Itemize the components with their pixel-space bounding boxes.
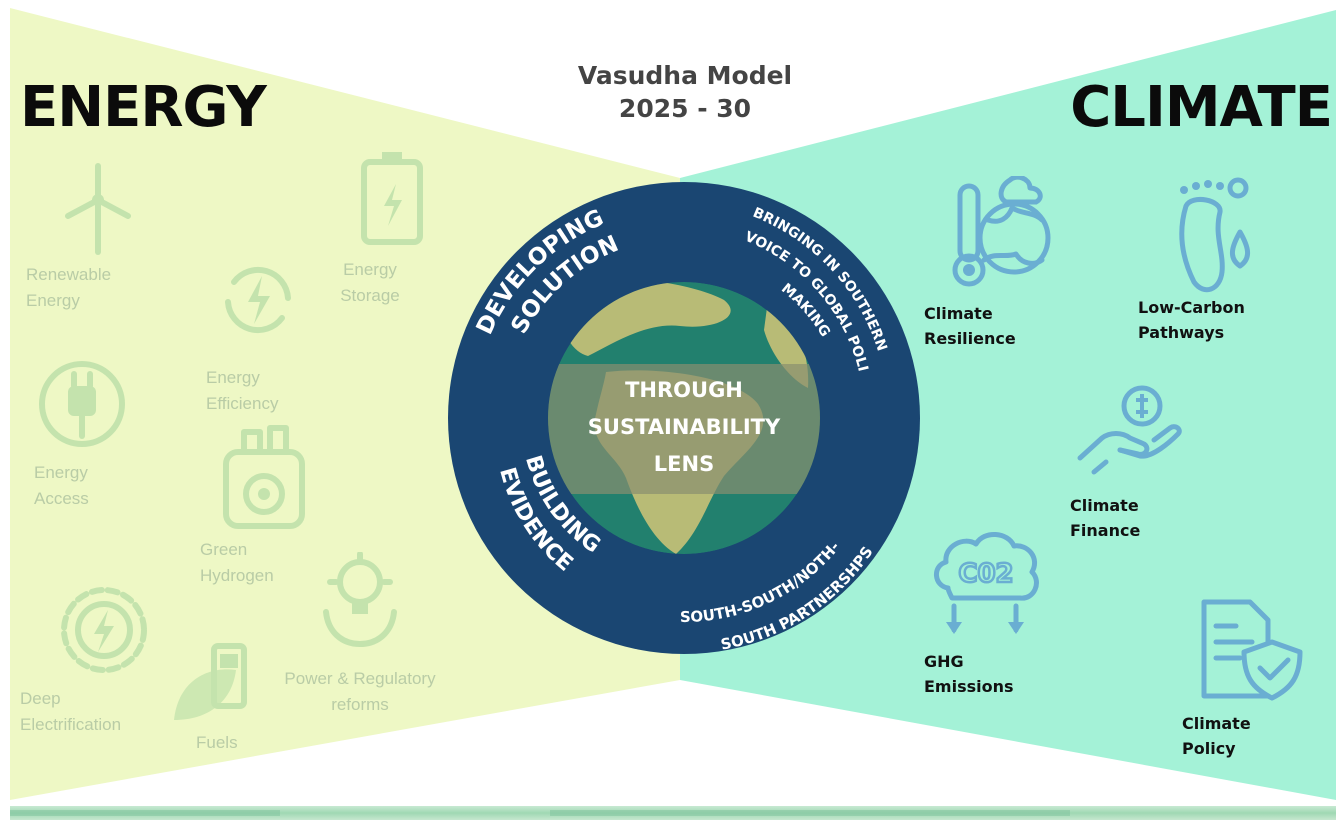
svg-text:C02: C02 <box>958 559 1013 589</box>
footprint-icon <box>1174 174 1258 298</box>
wind-turbine-icon <box>58 160 138 256</box>
fuels-label: Fuels <box>196 733 238 752</box>
leaf-fuel-icon <box>166 636 262 732</box>
model-years: 2025 - 30 <box>618 93 752 123</box>
globe-icon <box>548 282 820 554</box>
bottom-strip <box>10 806 1336 820</box>
hydrogen-tank-icon <box>216 422 312 532</box>
climate-heading: CLIMATE <box>1070 75 1333 140</box>
lens-line-3: LENS <box>654 452 714 476</box>
co2-cloud-icon: C02 <box>928 528 1044 640</box>
climate-panel <box>680 10 1336 800</box>
lens-line-2: SUSTAINABILITY <box>588 415 781 439</box>
policy-document-icon <box>1196 596 1306 704</box>
energy-heading: ENERGY <box>20 75 267 140</box>
energy-panel <box>10 8 680 800</box>
plug-icon <box>34 356 130 452</box>
bulb-hand-icon <box>318 552 402 652</box>
earth-thermometer-icon <box>950 176 1054 294</box>
model-title: Vasudha Model 2025 - 30 <box>520 60 850 125</box>
hand-coin-icon <box>1076 384 1186 488</box>
battery-icon <box>358 148 426 248</box>
model-name: Vasudha Model <box>577 61 793 90</box>
recycle-bolt-icon <box>214 256 302 344</box>
bolt-gear-icon <box>56 582 152 678</box>
lens-line-1: THROUGH <box>625 378 743 402</box>
